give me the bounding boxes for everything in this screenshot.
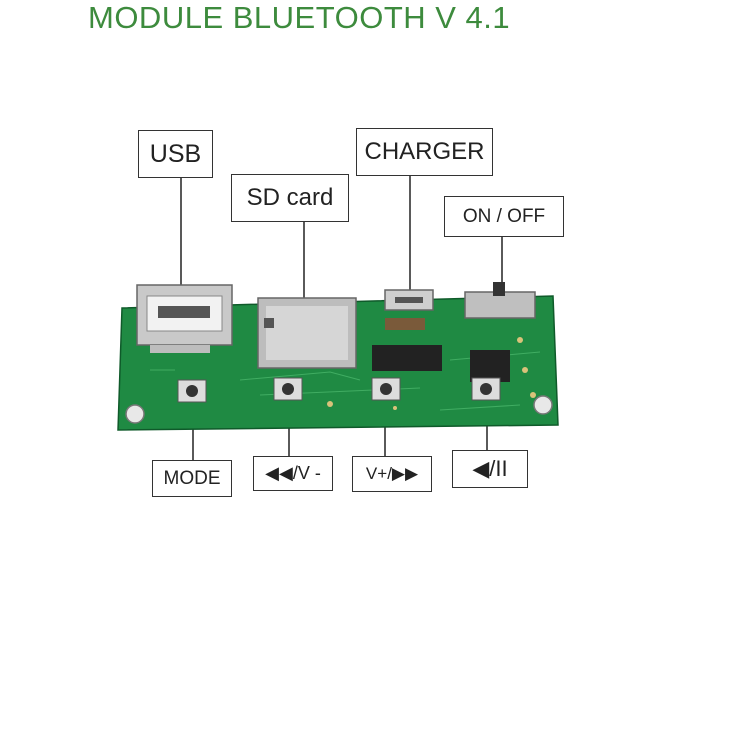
- power-switch: [464, 282, 536, 319]
- mount-hole-left: [125, 404, 145, 424]
- usb-port: [136, 284, 233, 353]
- mount-hole-right: [533, 395, 553, 415]
- vol-up-next-label: V+/▶▶: [352, 456, 432, 492]
- charger-port: [384, 289, 434, 311]
- tactile-buttons: [177, 377, 501, 403]
- charger-label: CHARGER: [356, 128, 493, 176]
- mode-label: MODE: [152, 460, 232, 497]
- usb-label: USB: [138, 130, 213, 178]
- on-off-label: ON / OFF: [444, 196, 564, 237]
- prev-vol-down-label: ◀◀/V -: [253, 456, 333, 491]
- ic-chips: [372, 318, 510, 382]
- sd-card-label: SD card: [231, 174, 349, 222]
- sd-card-slot: [257, 297, 357, 369]
- diagram-title: MODULE BLUETOOTH V 4.1: [88, 0, 511, 35]
- play-pause-label: ◀/II: [452, 450, 528, 488]
- amp-chip: [470, 350, 510, 382]
- main-chip: [372, 345, 442, 371]
